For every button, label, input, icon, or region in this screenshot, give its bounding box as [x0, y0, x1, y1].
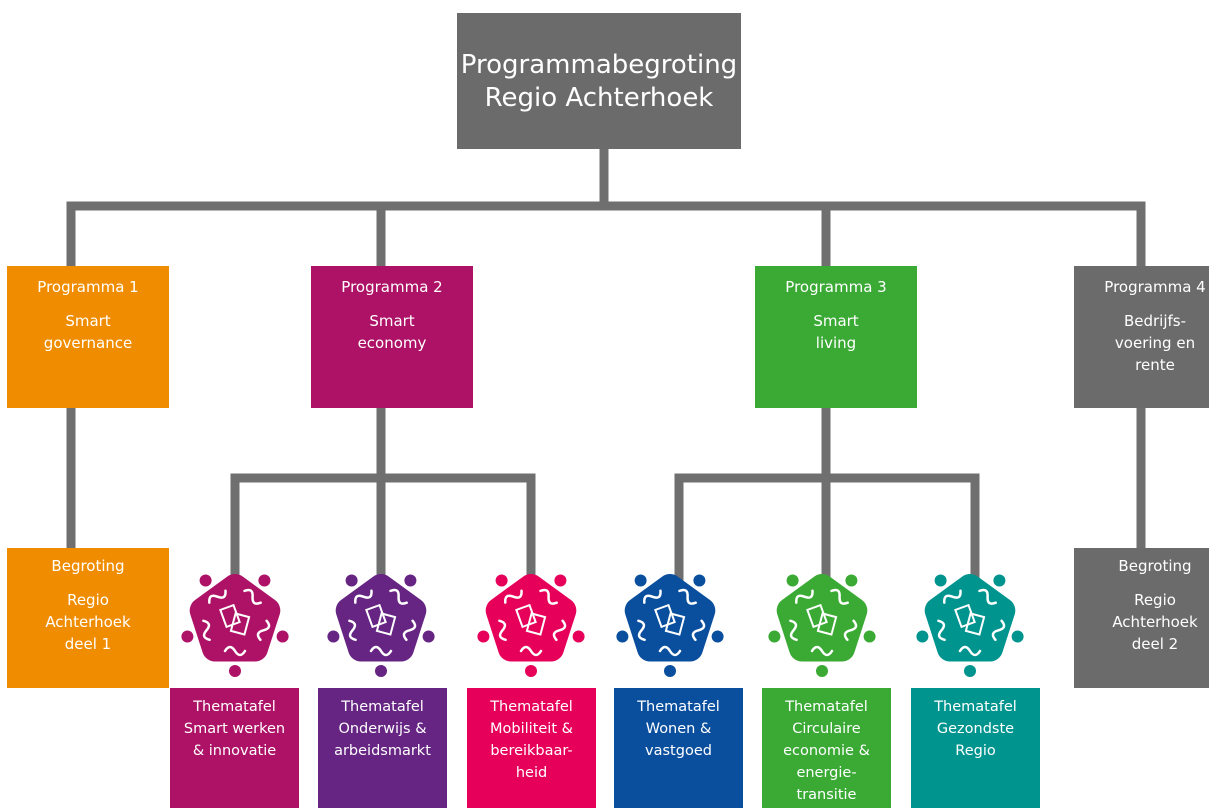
thematafel-2-line: Onderwijs & [338, 721, 427, 737]
program-2-line: Smart [369, 312, 415, 330]
thematafel-2-box: Thematafel Onderwijs & arbeidsmarkt [318, 688, 447, 808]
program-4-line: voering en [1114, 334, 1196, 352]
thematafel-3-line: heid [515, 765, 548, 781]
root-title-line1: Programmabegroting [460, 50, 738, 80]
budget-1-line: Regio [67, 591, 109, 609]
thematafel-5-box: Thematafel Circulaire economie & energie… [762, 688, 891, 808]
program-2-node: Programma 2 Smart economy [311, 266, 473, 408]
program-3-node: Programma 3 Smart living [755, 266, 917, 408]
program-4-line: rente [1135, 356, 1175, 374]
round-table-people-icon [181, 574, 289, 677]
program-1-line: Smart [65, 312, 111, 330]
program-4-node: Programma 4 Bedrijfs- voering en rente [1074, 266, 1209, 408]
round-table-people-icon [916, 574, 1024, 677]
program-2-title: Programma 2 [341, 278, 443, 296]
program-3-line: Smart [813, 312, 859, 330]
root-title-line2: Regio Achterhoek [484, 83, 714, 113]
budget-1-line: deel 1 [64, 635, 112, 653]
thematafel-1-line: & innovatie [192, 743, 277, 759]
thematafel-6-line: Regio [955, 743, 996, 759]
thematafel-6-line: Gezondste [936, 721, 1015, 737]
budget-2-title: Begroting [1118, 557, 1192, 575]
thematafel-2-line: arbeidsmarkt [334, 743, 431, 759]
thematafel-4-line: Wonen & [645, 721, 712, 737]
thematafel-5-line: energie- [796, 765, 857, 781]
thematafel-3-box: Thematafel Mobiliteit & bereikbaar- heid [467, 688, 596, 808]
budget-2-line: Achterhoek [1112, 613, 1198, 631]
program-2-line: economy [357, 334, 427, 352]
thematafel-2-line: Thematafel [341, 699, 424, 715]
program-1-node: Programma 1 Smart governance [7, 266, 169, 408]
root-node: Programmabegroting Regio Achterhoek [457, 13, 741, 149]
thematafel-1-line: Smart werken [183, 721, 286, 737]
program-1-line: governance [43, 334, 133, 352]
thematafel-4-line: vastgoed [645, 743, 712, 759]
round-table-people-icon [327, 574, 435, 677]
thematafel-1-box: Thematafel Smart werken & innovatie [170, 688, 299, 808]
thematafel-5-line: transitie [796, 787, 857, 803]
program-4-title: Programma 4 [1104, 278, 1206, 296]
budget-1-node: Begroting Regio Achterhoek deel 1 [7, 548, 169, 688]
thematafel-3-line: Mobiliteit & [490, 721, 573, 737]
thematafel-3-line: Thematafel [490, 699, 573, 715]
round-table-people-icon [768, 574, 876, 677]
thematafel-6-box: Thematafel Gezondste Regio [911, 688, 1040, 808]
budget-2-node: Begroting Regio Achterhoek deel 2 [1074, 548, 1209, 688]
thematafel-4-line: Thematafel [637, 699, 720, 715]
thematafel-4-box: Thematafel Wonen & vastgoed [614, 688, 743, 808]
thematafel-6-line: Thematafel [934, 699, 1017, 715]
budget-1-line: Achterhoek [45, 613, 131, 631]
budget-2-line: Regio [1134, 591, 1176, 609]
thematafel-5-line: Circulaire [792, 721, 861, 737]
thematafel-1-line: Thematafel [193, 699, 276, 715]
thematafel-3-line: bereikbaar- [490, 743, 573, 759]
program-4-line: Bedrijfs- [1123, 312, 1187, 330]
thematafel-5-line: economie & [783, 743, 870, 759]
program-3-title: Programma 3 [785, 278, 887, 296]
budget-2-line: deel 2 [1131, 635, 1179, 653]
thematafel-5-line: Thematafel [785, 699, 868, 715]
round-table-people-icon [616, 574, 724, 677]
program-3-line: living [815, 334, 857, 352]
program-1-title: Programma 1 [37, 278, 139, 296]
round-table-people-icon [477, 574, 585, 677]
budget-1-title: Begroting [51, 557, 125, 575]
